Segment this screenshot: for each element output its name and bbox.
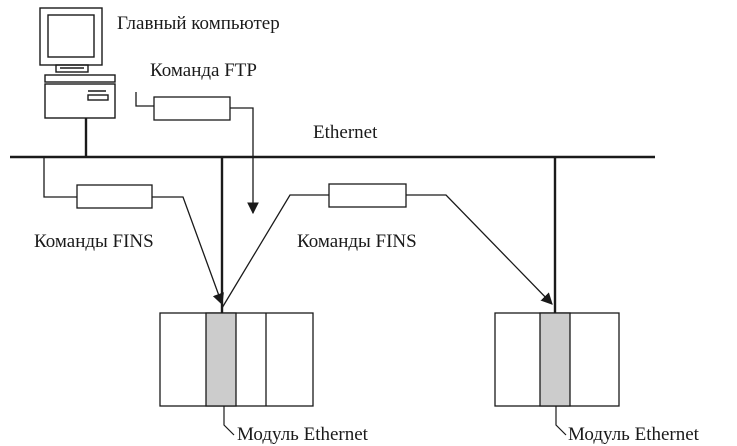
leader-module-right bbox=[555, 406, 567, 436]
fins-right-frame-box bbox=[328, 183, 407, 208]
fins-left-frame-box bbox=[76, 184, 153, 209]
ethernet-module-right bbox=[539, 312, 571, 407]
fins-left-path bbox=[43, 157, 224, 306]
leader-module-left bbox=[223, 406, 235, 436]
ftp-frame-box bbox=[153, 96, 231, 121]
module-right-label: Модуль Ethernet bbox=[568, 424, 700, 445]
host-computer-icon bbox=[39, 7, 116, 119]
ftp-command-path bbox=[135, 92, 259, 215]
ethernet-label: Ethernet bbox=[313, 122, 378, 143]
fins-right-label: Команды FINS bbox=[297, 231, 417, 252]
plc-left bbox=[159, 312, 314, 407]
ethernet-module-left bbox=[205, 312, 237, 407]
host-computer-label: Главный компьютер bbox=[117, 13, 280, 34]
fins-left-label: Команды FINS bbox=[34, 231, 154, 252]
ftp-command-label: Команда FTP bbox=[150, 60, 257, 81]
plc-right bbox=[494, 312, 620, 407]
module-left-label: Модуль Ethernet bbox=[237, 424, 369, 445]
fins-right-path bbox=[221, 183, 553, 309]
